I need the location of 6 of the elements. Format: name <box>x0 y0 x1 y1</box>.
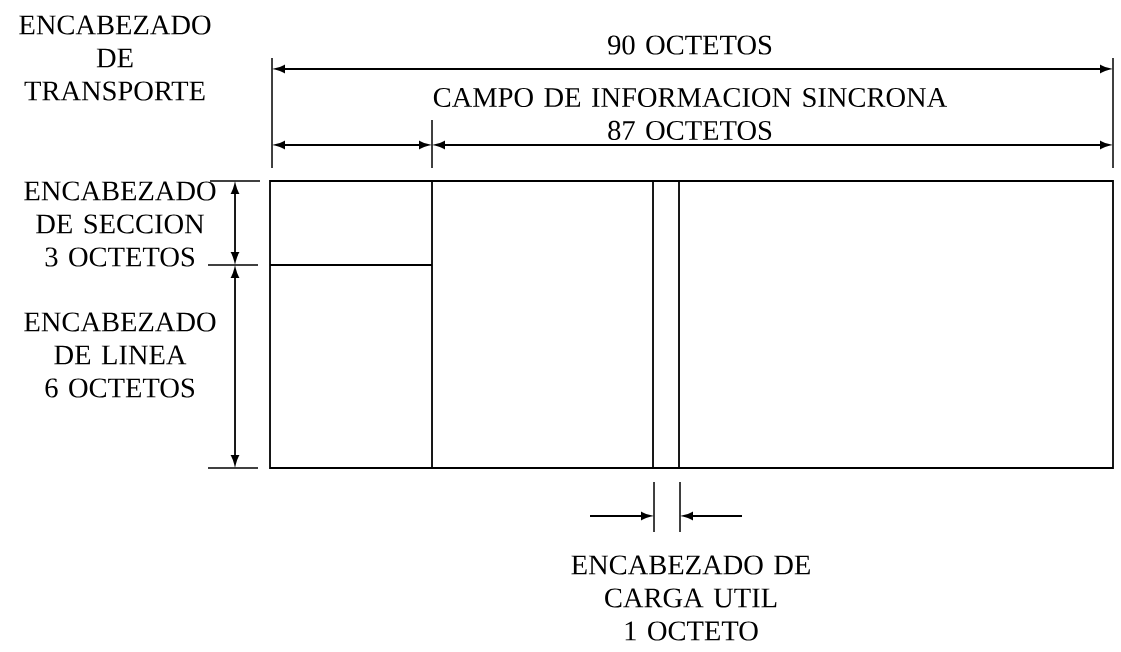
dimension-label: ENCABEZADO DE LINEA 6 OCTETOS <box>24 312 216 398</box>
heading-label: ENCABEZADO DE TRANSPORTE <box>19 15 211 101</box>
dimension-label: 90 OCTETOS <box>608 35 772 55</box>
dimension-label: ENCABEZADO DE CARGA UTIL 1 OCTETO <box>571 555 810 641</box>
dimension-label: ENCABEZADO DE SECCION 3 OCTETOS <box>24 181 216 267</box>
dimension-label: CAMPO DE INFORMACION SINCRONA 87 OCTETOS <box>433 87 947 141</box>
